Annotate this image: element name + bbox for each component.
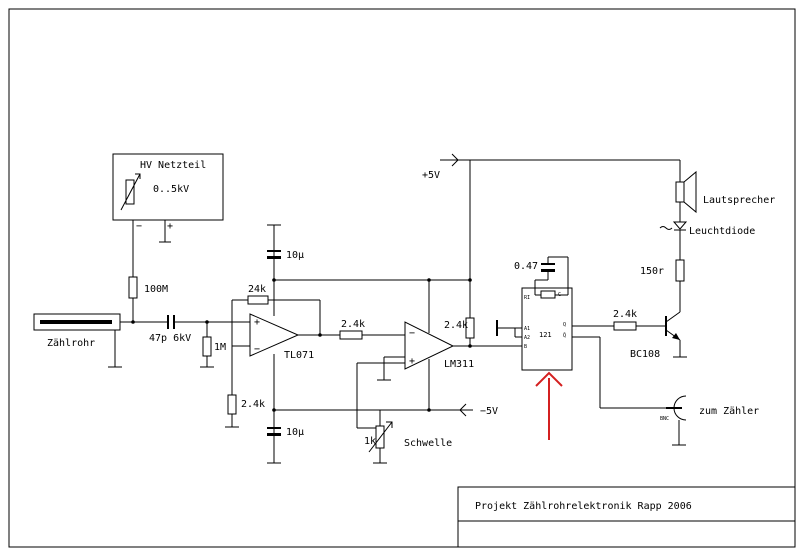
hv-supply-box [112, 153, 224, 221]
label-047: 0.47 [514, 261, 538, 272]
svg-text:−: − [254, 344, 260, 355]
label-vpos: +5V [422, 170, 440, 181]
sheet-frame [8, 8, 796, 548]
ic-pin-rx: RI [524, 295, 530, 301]
label-10u-top: 10µ [286, 250, 304, 261]
led-icon [659, 221, 688, 231]
capacitor-47p [167, 315, 175, 329]
title-block [457, 486, 796, 548]
ic-pin-qn: Q̄ [563, 332, 566, 339]
title-text: Projekt Zählrohrelektronik Rapp 2006 [475, 501, 692, 512]
red-arrow-marker [535, 371, 563, 440]
ic-pin-q: Q [563, 322, 566, 328]
label-led: Leuchtdiode [689, 226, 755, 237]
capacitor-10u-top [267, 250, 281, 259]
label-tube: Zählrohr [47, 338, 95, 349]
label-2k4-gain: 2.4k [241, 399, 265, 410]
label-1m: 1M [214, 342, 226, 353]
hv-supply-title: HV Netzteil [140, 160, 206, 171]
ic-121 [521, 287, 573, 371]
hv-supply-range: 0..5kV [153, 184, 189, 195]
label-speaker: Lautsprecher [703, 195, 775, 206]
hv-supply-minus: − [136, 221, 142, 232]
resistor-2k4-link [339, 330, 363, 340]
comparator-lm311 [404, 321, 455, 370]
label-47p: 47p 6kV [149, 333, 191, 344]
resistor-24k [247, 295, 269, 305]
bnc-connector-icon [666, 395, 687, 446]
ic-pin-b: B [524, 344, 527, 350]
label-bnc: BNC [660, 416, 669, 422]
resistor-2k4-gain [227, 394, 237, 415]
svg-text:+: + [409, 356, 415, 367]
svg-text:+: + [254, 317, 260, 328]
label-lm311: LM311 [444, 359, 474, 370]
resistor-base [613, 321, 637, 331]
label-base: 2.4k [613, 309, 637, 320]
resistor-1m [202, 336, 212, 357]
label-to-counter: zum Zähler [699, 406, 759, 417]
ic-pin-a2: A2 [524, 335, 530, 341]
label-2k4-link: 2.4k [341, 319, 365, 330]
ic-pin-a1: A1 [524, 326, 530, 332]
opamp-tl071 [249, 313, 300, 357]
label-10u-bot: 10µ [286, 427, 304, 438]
label-100m: 100M [144, 284, 168, 295]
capacitor-10u-bot [267, 427, 281, 436]
label-1k: 1k [364, 436, 376, 447]
label-150r: 150r [640, 266, 664, 277]
label-threshold: Schwelle [404, 438, 452, 449]
label-tl071: TL071 [284, 350, 314, 361]
label-bc108: BC108 [630, 349, 660, 360]
resistor-led [675, 259, 685, 282]
label-vneg: −5V [480, 406, 498, 417]
transistor-bc108 [665, 311, 681, 341]
speaker-icon [675, 170, 697, 214]
ic-label: 121 [539, 331, 552, 339]
label-24k: 24k [248, 284, 266, 295]
svg-text:−: − [409, 328, 415, 339]
capacitor-047 [541, 263, 555, 272]
hv-supply-plus: + [167, 221, 173, 232]
hv-variable-icon [120, 173, 141, 211]
resistor-100m [128, 276, 138, 299]
label-pullup: 2.4k [444, 320, 468, 331]
